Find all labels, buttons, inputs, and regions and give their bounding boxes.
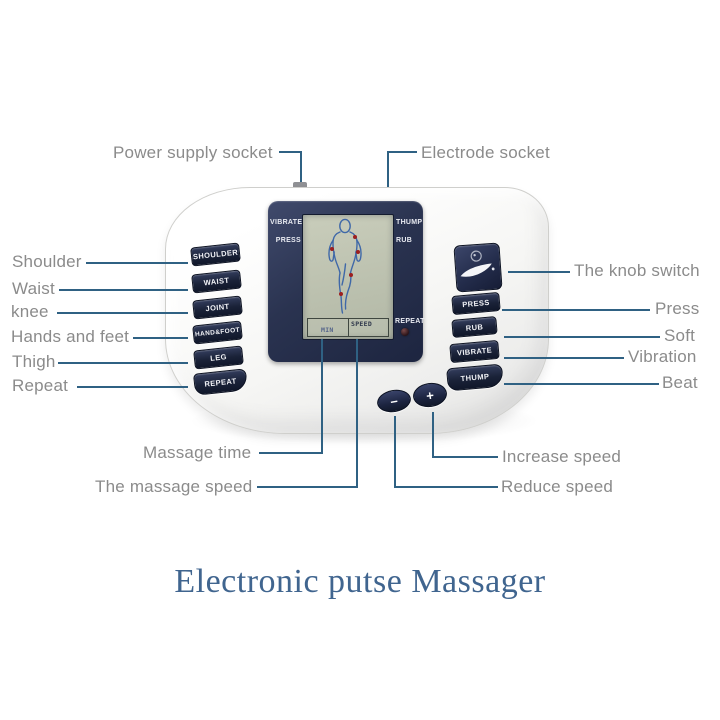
callout-line-massage-speed-v	[356, 339, 358, 488]
product-title: Electronic putse Massager	[174, 563, 546, 600]
callout-line-press	[502, 309, 650, 311]
repeat-indicator-led	[401, 328, 409, 336]
callout-soft: Soft	[664, 326, 696, 345]
callout-press: Press	[655, 299, 700, 318]
callout-line-electrode-v	[387, 151, 389, 191]
callout-line-increase-h	[432, 456, 498, 458]
body-figure-graphic	[328, 218, 362, 314]
callout-line-waist	[59, 289, 188, 291]
callout-line-vibration	[504, 357, 624, 359]
screen-label-press: PRESS	[275, 237, 301, 244]
callout-line-soft	[504, 336, 660, 338]
power-supply-socket	[293, 182, 307, 190]
callout-line-massage-speed-h	[257, 486, 358, 488]
callout-shoulder: Shoulder	[12, 252, 82, 271]
callout-vibration: Vibration	[628, 347, 697, 366]
callout-thigh: Thigh	[12, 352, 56, 371]
callout-line-reduce-v	[394, 416, 396, 488]
callout-massage-speed: The massage speed	[95, 477, 253, 496]
screen-bezel: VIBRATE PRESS THUMP RUB REPEAT	[268, 201, 425, 362]
screen-label-vibrate: VIBRATE	[270, 219, 303, 226]
callout-beat: Beat	[662, 373, 698, 392]
callout-knob-switch: The knob switch	[574, 261, 700, 280]
callout-repeat: Repeat	[12, 376, 69, 395]
lcd-box-divider	[348, 319, 349, 336]
callout-reduce-speed: Reduce speed	[501, 477, 614, 496]
callout-line-massage-time-h	[259, 452, 323, 454]
screen-label-repeat: REPEAT	[395, 318, 425, 325]
callout-line-massage-time-v	[321, 339, 323, 454]
lcd-min-label: MIN	[321, 326, 334, 334]
lcd-display: MIN SPEED	[302, 214, 394, 340]
callout-waist: Waist	[12, 279, 55, 298]
callout-power-supply-socket: Power supply socket	[113, 143, 273, 162]
callout-line-beat	[504, 383, 659, 385]
callout-line-thigh	[58, 362, 188, 364]
callout-line-increase-v	[432, 412, 434, 458]
callout-line-power-v	[300, 151, 302, 188]
callout-line-shoulder	[86, 262, 188, 264]
callout-line-repeat	[77, 386, 188, 388]
callout-line-knee	[57, 312, 188, 314]
screen-label-rub: RUB	[396, 237, 413, 244]
callout-line-electrode-h	[387, 151, 417, 153]
callout-line-hands-and-feet	[133, 337, 188, 339]
callout-increase-speed: Increase speed	[502, 447, 622, 466]
callout-line-power-h	[279, 151, 302, 153]
lcd-status-box: MIN SPEED	[307, 318, 389, 337]
callout-knee: knee	[11, 302, 49, 321]
callout-electrode-socket: Electrode socket	[421, 143, 550, 162]
callout-line-knob	[508, 271, 570, 273]
knob-switch[interactable]	[453, 242, 503, 293]
lcd-speed-label: SPEED	[351, 320, 373, 328]
crescent-icon	[460, 250, 495, 277]
screen-label-thump: THUMP	[396, 219, 423, 226]
callout-massage-time: Massage time	[143, 443, 252, 462]
callout-hands-and-feet: Hands and feet	[11, 327, 130, 346]
callout-line-reduce-h	[394, 486, 498, 488]
